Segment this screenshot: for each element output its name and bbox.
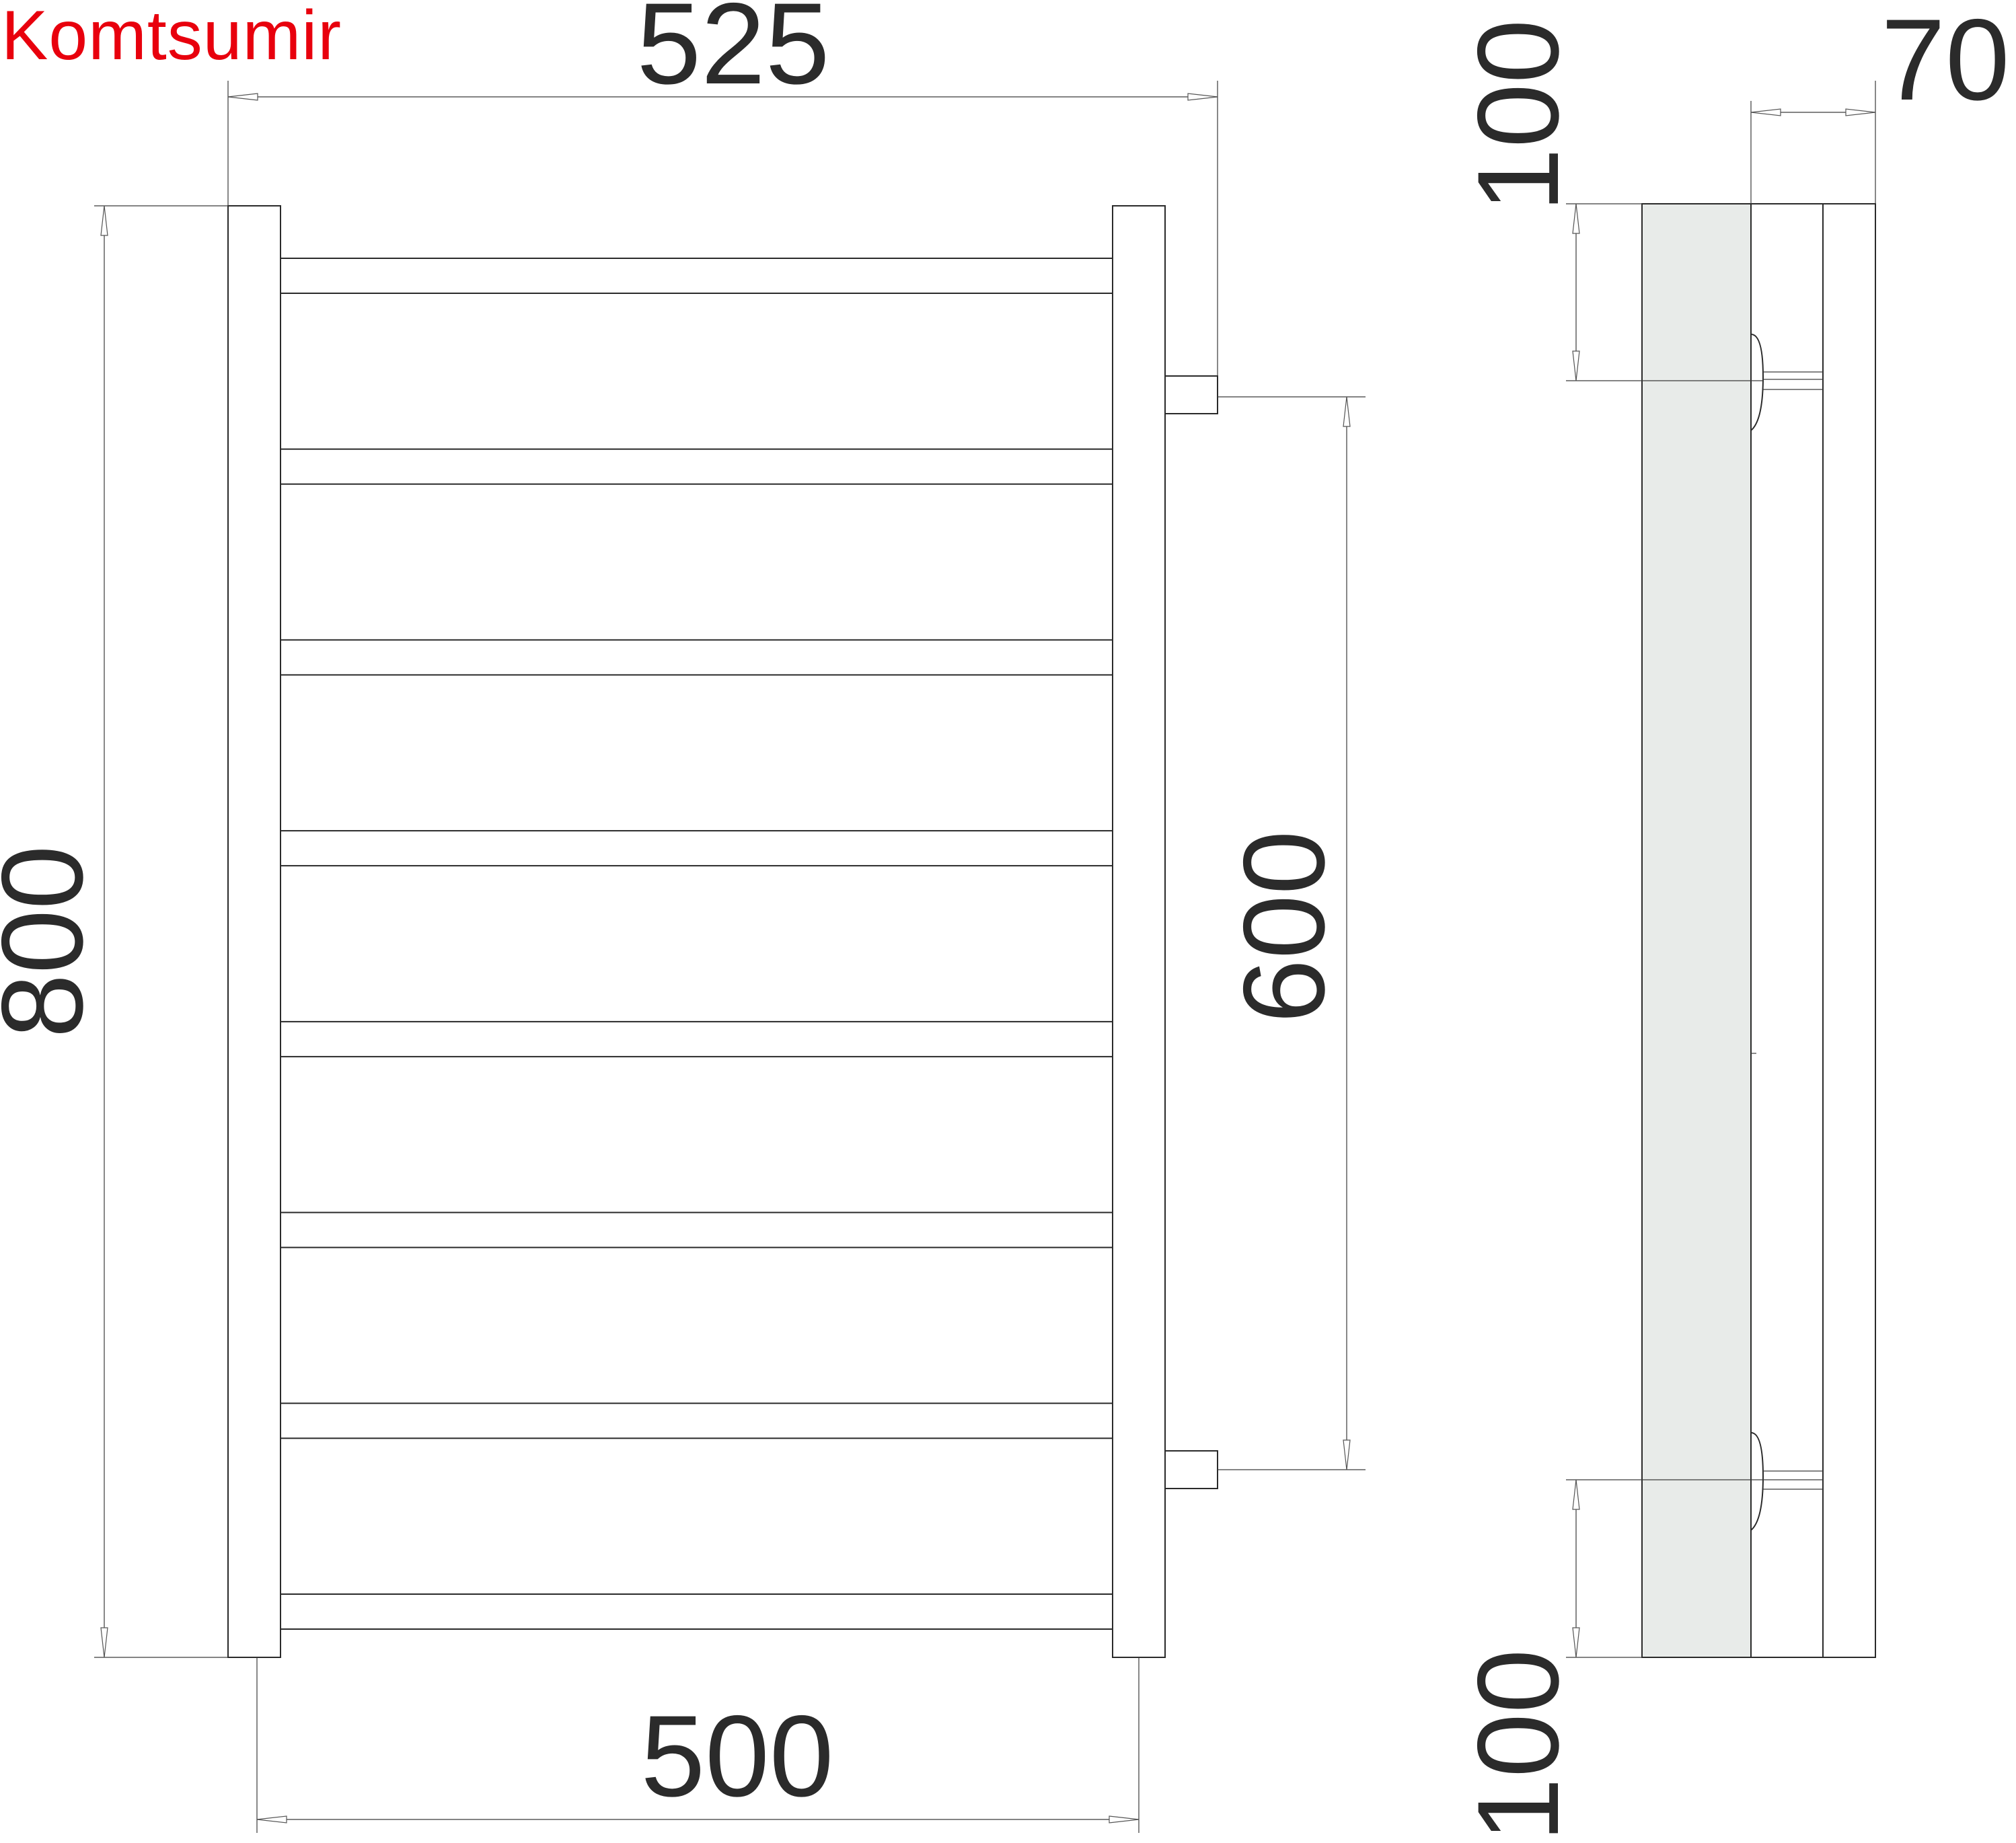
bottom-wall-bracket <box>1750 1432 1823 1531</box>
dimension-label-bottom-width: 500 <box>641 1692 834 1821</box>
front-view <box>227 205 1218 1658</box>
right-rail <box>1112 205 1166 1658</box>
side-view <box>1641 203 1876 1658</box>
rung-4 <box>280 830 1113 867</box>
dimension-label-connection-spacing: 600 <box>1220 831 1349 1024</box>
wall-section <box>1641 203 1752 1658</box>
dimension-bottom-width: 500 <box>256 1657 1140 1833</box>
rungs <box>280 258 1113 1630</box>
dimension-top-width: 525 <box>227 0 1218 376</box>
dimension-label-top-width: 525 <box>637 0 830 108</box>
rung-6 <box>280 1211 1113 1248</box>
dimension-label-top-offset: 100 <box>1454 20 1583 213</box>
dimension-height: 800 <box>0 205 228 1658</box>
brand-logo-text: Komtsumir <box>1 0 342 75</box>
top-wall-bracket <box>1750 334 1823 431</box>
rung-1 <box>280 258 1113 294</box>
left-rail <box>227 205 281 1658</box>
dimension-label-bottom-offset: 100 <box>1454 1649 1583 1842</box>
dimension-top-offset: 100 <box>1454 20 1763 381</box>
rung-5 <box>280 1020 1113 1057</box>
side-rail <box>1822 203 1876 1658</box>
rung-2 <box>280 448 1113 485</box>
rung-8 <box>280 1593 1113 1630</box>
dimension-label-depth: 70 <box>1881 0 2009 124</box>
dimension-bottom-offset: 100 <box>1454 1479 1763 1842</box>
dimension-label-height: 800 <box>0 845 107 1039</box>
top-connector <box>1164 375 1218 414</box>
rung-7 <box>280 1402 1113 1439</box>
bottom-connector <box>1164 1450 1218 1489</box>
dimension-depth: 70 <box>1750 0 2010 204</box>
dimension-connection-spacing: 600 <box>1218 396 1366 1470</box>
rung-3 <box>280 639 1113 676</box>
